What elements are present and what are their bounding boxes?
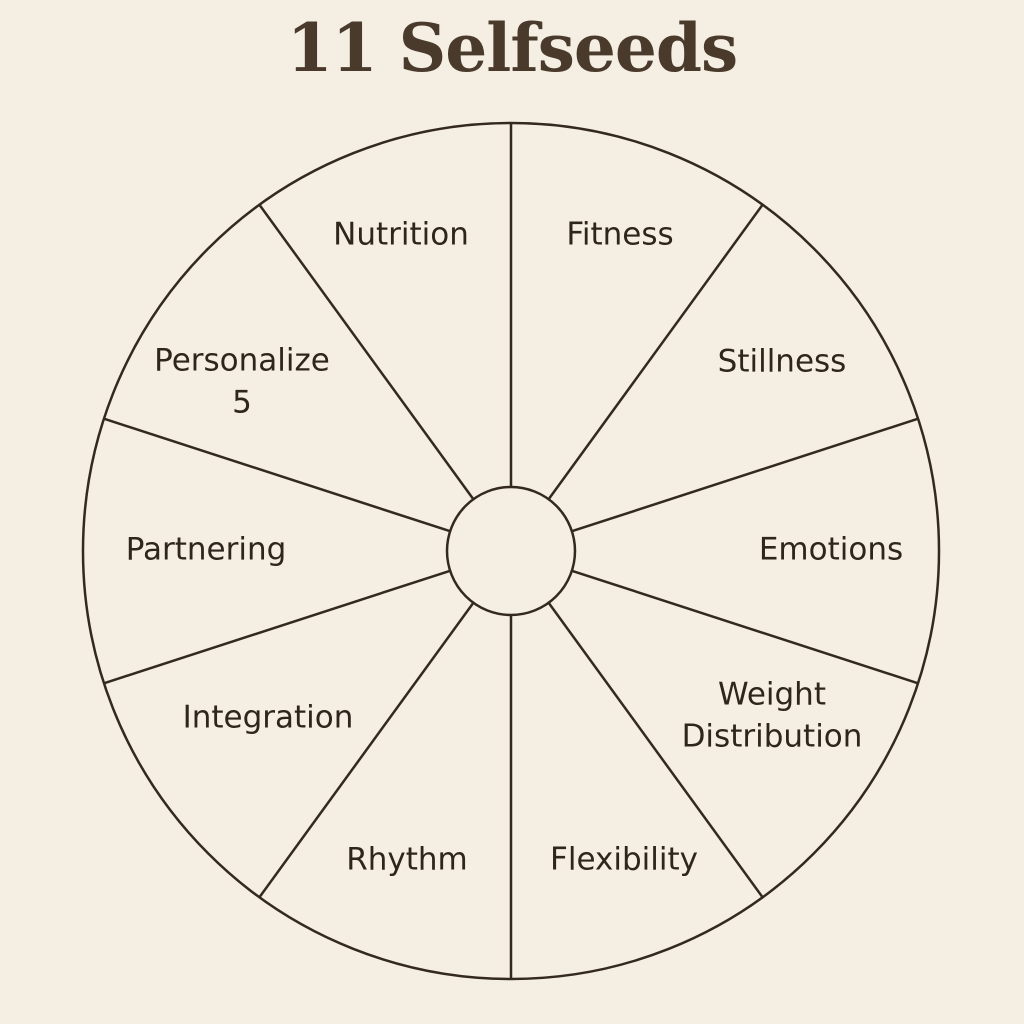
segment-label-line: Distribution: [682, 719, 863, 755]
segment-label-line: Integration: [183, 700, 354, 736]
segment-label-line: Flexibility: [550, 842, 698, 878]
segment-label-line: Personalize: [154, 343, 330, 379]
spoke-line: [103, 569, 451, 685]
segment-label-line: Emotions: [759, 532, 903, 568]
spoke-line: [571, 569, 919, 685]
segment-label-line: Fitness: [566, 217, 673, 253]
segment-label-emotions: Emotions: [759, 532, 903, 568]
spokes: [103, 123, 919, 979]
segment-label-line: 5: [232, 385, 252, 421]
segment-label-fitness: Fitness: [566, 217, 673, 253]
spoke-line: [547, 602, 764, 898]
segment-label-nutrition: Nutrition: [333, 217, 469, 253]
segment-label-line: Nutrition: [333, 217, 469, 253]
segment-label-integration: Integration: [183, 700, 354, 736]
spoke-line: [547, 204, 764, 500]
diagram-title: 11 Selfseeds: [286, 9, 738, 87]
segment-label-rhythm: Rhythm: [346, 842, 468, 878]
spoke-line: [258, 204, 475, 500]
segment-label-flexibility: Flexibility: [550, 842, 698, 878]
spoke-line: [571, 417, 919, 533]
spoke-line: [258, 602, 475, 898]
segment-label-line: Weight: [718, 677, 826, 713]
segment-label-line: Stillness: [718, 344, 847, 380]
spoke-line: [103, 417, 451, 533]
segment-label-partnering: Partnering: [126, 532, 287, 568]
segment-label-stillness: Stillness: [718, 344, 847, 380]
segment-label-line: Rhythm: [346, 842, 468, 878]
center-circle: [445, 485, 577, 617]
segment-label-line: Partnering: [126, 532, 287, 568]
segment-label-personalize-5: Personalize 5: [154, 343, 330, 421]
